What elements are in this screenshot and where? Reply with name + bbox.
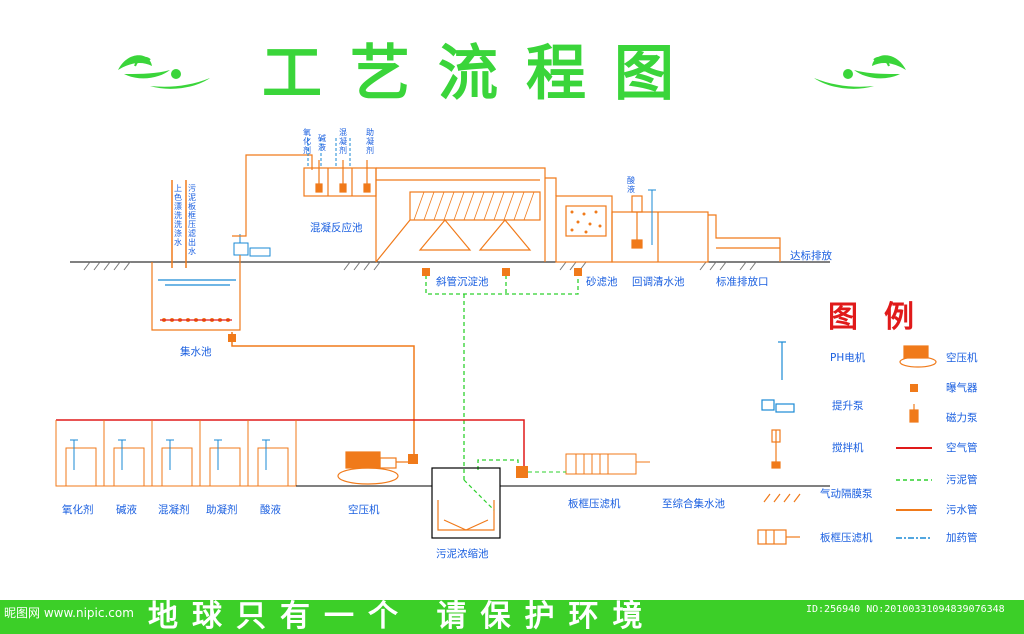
- thickener-label: 污泥浓缩池: [436, 548, 489, 560]
- compressor-label: 空压机: [348, 504, 380, 516]
- legend-sewage-pipe: 污水管: [946, 504, 978, 516]
- tank-label-5: 酸液: [260, 504, 281, 516]
- dose-label-oxidant: 氧化剂: [303, 128, 311, 155]
- page-title: 工艺流程图: [262, 39, 702, 109]
- dosing-tank-pumps: [70, 439, 270, 470]
- dose-label-alkali: 碱液: [318, 134, 326, 152]
- inlet-pipes: [171, 180, 187, 268]
- legend-air-compressor: 空压机: [946, 352, 978, 364]
- legend-symbols: [757, 341, 937, 545]
- inclined-tubes-hatch: [413, 191, 535, 221]
- footer-bar: [0, 600, 1024, 634]
- sewage-pipe: [231, 332, 415, 458]
- inclined-tube-tank: [375, 167, 557, 263]
- legend-ph-motor: PH电机: [830, 352, 866, 364]
- tank-label-2: 碱液: [116, 504, 137, 516]
- legend-lift-pump: 提升泵: [832, 400, 864, 412]
- tank-label-1: 氧化剂: [62, 504, 94, 516]
- outlet-channel: [708, 214, 781, 262]
- leaf-ornament-right: [814, 55, 906, 89]
- watermark-left: 昵图网 www.nipic.com: [4, 606, 134, 620]
- legend-sludge-pipe: 污泥管: [946, 474, 978, 486]
- watermark-right: ID:256940 NO:20100331094839076348: [806, 604, 1005, 615]
- dose-label-aid: 助凝剂: [366, 128, 374, 155]
- air-pipe: [56, 419, 525, 468]
- air-compressor: [337, 451, 414, 485]
- sludge-thickener: [431, 467, 501, 539]
- leaf-ornament-left: [118, 55, 210, 89]
- legend-air-pipe: 空气管: [946, 442, 978, 454]
- compressor-valve: [408, 454, 418, 464]
- ph-probe: [648, 189, 656, 245]
- legend-diaphragm-pump: 气动隔膜泵: [820, 488, 873, 500]
- legend-title: 图例: [828, 300, 940, 335]
- diaphragm-pump: [516, 466, 528, 478]
- filter-press: [528, 453, 650, 475]
- legend-aerator: 曝气器: [946, 382, 978, 394]
- legend-mixer: 搅拌机: [832, 442, 864, 454]
- legend-magnetic-pump: 磁力泵: [946, 412, 978, 424]
- collection-valve: [228, 334, 236, 342]
- press-label: 板框压滤机: [568, 498, 621, 510]
- discharge-label: 达标排放: [790, 250, 832, 262]
- regulating-tank: [611, 195, 709, 263]
- ground-line-top: [70, 261, 830, 271]
- tank-label-4: 助凝剂: [206, 504, 238, 516]
- lift-pump: [233, 234, 271, 257]
- sand-filter-tank: [555, 195, 613, 263]
- legend-dosing-pipe: 加药管: [946, 532, 978, 544]
- legend-filter-press: 板框压滤机: [820, 532, 873, 544]
- tank-label-3: 混凝剂: [158, 504, 190, 516]
- dose-label-coagulant: 混凝剂: [339, 128, 347, 155]
- coagulation-label: 混凝反应池: [310, 222, 363, 234]
- inlet-label-b: 污泥板框压滤出水: [188, 184, 196, 256]
- collection-label: 集水池: [180, 346, 212, 358]
- inlet-label-a: 上色漂洗洗涤水: [174, 184, 182, 247]
- inclined-tube-label: 斜管沉淀池: [436, 276, 489, 288]
- coagulation-tank: [303, 160, 377, 197]
- sludge-valves: [422, 268, 582, 276]
- collection-tank: [151, 262, 241, 331]
- dose-label-acid: 酸液: [627, 176, 635, 194]
- regulating-label: 回调清水池: [632, 276, 685, 288]
- footer-slogan: 地球只有一个 请保护环境: [148, 599, 657, 634]
- feed-pipe: [232, 154, 313, 262]
- dosing-tank-row: [55, 420, 297, 487]
- dosing-lines-top: [307, 138, 351, 168]
- to-collection-label: 至综合集水池: [662, 498, 725, 510]
- sludge-pipes: [425, 268, 579, 480]
- sand-filter-label: 砂滤池: [586, 276, 618, 288]
- outlet-label: 标准排放口: [716, 276, 769, 288]
